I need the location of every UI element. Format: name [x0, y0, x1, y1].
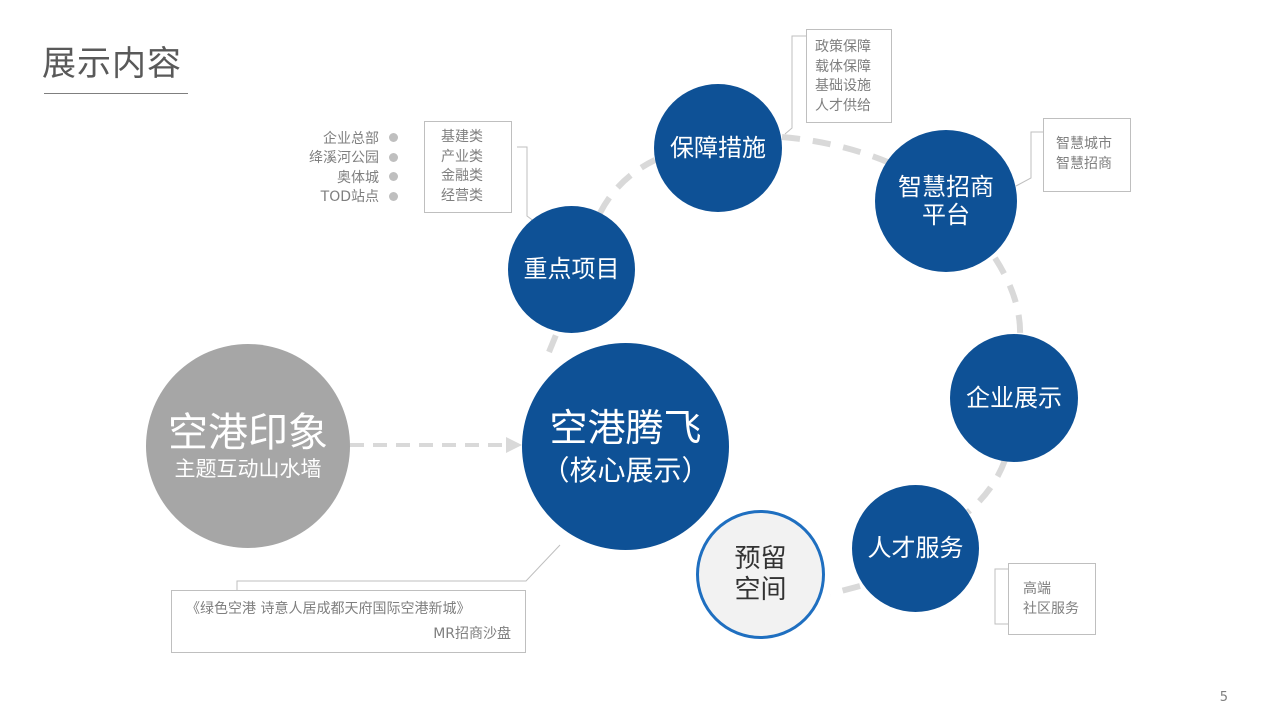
smart-platform-node: 智慧招商 平台 — [875, 130, 1017, 272]
bullet-dot-icon — [389, 133, 398, 143]
leader-smart-items — [1015, 131, 1043, 187]
leader-keyprojects-types — [517, 146, 536, 223]
ring-connector-core-keyprojects — [546, 328, 561, 354]
core-caption-box: 《绿色空港 诗意人居成都天府国际空港新城》 MR招商沙盘 — [171, 590, 526, 653]
ring-connector-talent-reserved — [829, 583, 861, 597]
leader-talent-items — [994, 568, 1008, 625]
page-number: 5 — [1219, 690, 1228, 705]
enterprise-node: 企业展示 — [950, 334, 1078, 462]
impression-node: 空港印象 主题互动山水墙 — [146, 344, 350, 548]
list-item: 企业总部 — [262, 128, 398, 148]
smart-items-box: 智慧城市 智慧招商 — [1043, 118, 1131, 192]
guarantee-items-box: 政策保障 载体保障 基础设施 人才供给 — [806, 29, 892, 123]
bullet-dot-icon — [389, 172, 398, 182]
key-projects-types-box: 基建类 产业类 金融类 经营类 — [424, 121, 512, 213]
leader-guarantee-items — [784, 35, 806, 135]
title-underline — [44, 93, 188, 94]
core-node: 空港腾飞 （核心展示） — [522, 343, 729, 550]
list-item: 绛溪河公园 — [262, 148, 398, 168]
reserved-space-node: 预留 空间 — [696, 510, 825, 639]
ring-connector-enterprise-talent — [966, 458, 1008, 515]
list-item: TOD站点 — [262, 187, 398, 207]
guarantee-node: 保障措施 — [654, 84, 782, 212]
ring-connector-guarantee-smart — [781, 134, 892, 166]
ring-connector-smart-enterprise — [992, 256, 1024, 339]
talent-node: 人才服务 — [852, 485, 979, 612]
key-projects-node: 重点项目 — [508, 206, 635, 333]
ring-connector-keyprojects-guarantee — [597, 157, 657, 215]
list-item: 奥体城 — [262, 167, 398, 187]
page-title: 展示内容 — [42, 44, 182, 84]
leader-core-caption — [236, 544, 561, 590]
impression-to-core-arrow — [350, 437, 522, 453]
key-projects-list: 企业总部 绛溪河公园 奥体城 TOD站点 — [262, 128, 398, 206]
bullet-dot-icon — [389, 152, 398, 162]
talent-items-box: 高端 社区服务 — [1008, 563, 1096, 635]
bullet-dot-icon — [389, 191, 398, 201]
